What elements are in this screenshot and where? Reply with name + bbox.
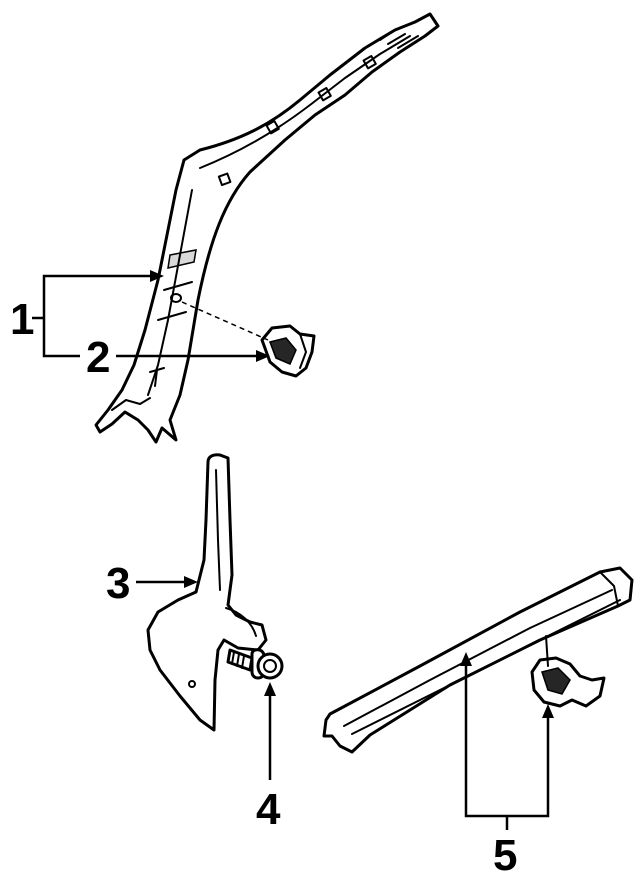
pillar-trim-band xyxy=(167,249,197,269)
arrow-5b xyxy=(542,704,554,718)
retainer-clip-part xyxy=(260,324,316,378)
pillar-trim-inner-edge-lower xyxy=(147,189,193,396)
sill-clip-shadow xyxy=(541,667,571,695)
clip-slot xyxy=(362,55,377,70)
callout-2: 2 xyxy=(86,333,110,382)
arrow-5a xyxy=(460,652,472,666)
pillar-trim-lower-edge xyxy=(111,397,151,411)
sill-plate-edge xyxy=(599,571,619,607)
pillar-trim-band-line xyxy=(163,281,193,291)
kick-panel-hole xyxy=(188,680,196,688)
retainer-clip-edge xyxy=(299,333,307,369)
retainer-clip-shadow xyxy=(269,337,297,365)
clip-slot xyxy=(317,87,332,102)
pillar-trim-part xyxy=(94,12,440,444)
sill-plate-ridge xyxy=(343,589,613,727)
screw-head-recess xyxy=(263,659,277,673)
kick-panel-hook xyxy=(225,607,257,637)
screw-shaft xyxy=(226,648,254,672)
sill-plate-ridge xyxy=(351,599,621,735)
sill-plate-part xyxy=(322,566,634,754)
sill-clip-guide-line xyxy=(545,635,549,667)
arrow-3 xyxy=(184,576,198,588)
arrow-1 xyxy=(150,270,164,282)
pillar-trim-end-connector xyxy=(379,29,419,49)
leader-1 xyxy=(32,274,152,358)
pillar-trim-inner-edge xyxy=(199,35,411,169)
screw-thread xyxy=(231,651,245,669)
clip-slot xyxy=(265,120,280,135)
callout-5: 5 xyxy=(493,831,517,879)
arrow-2 xyxy=(256,350,270,362)
kick-panel xyxy=(146,453,268,732)
screw-head xyxy=(256,652,284,680)
pillar-trim-t-mark xyxy=(149,367,165,387)
sill-clip-part xyxy=(530,656,606,708)
callout-1: 1 xyxy=(10,295,34,344)
callout-3: 3 xyxy=(106,559,130,608)
pillar-trim-upper-rail xyxy=(94,12,440,444)
callout-4: 4 xyxy=(256,785,281,834)
leader-lines xyxy=(32,270,554,830)
screw-part xyxy=(226,648,284,680)
clip-alignment-line xyxy=(181,301,269,341)
pillar-trim-hole xyxy=(170,293,182,303)
pillar-trim-band-line xyxy=(157,311,187,321)
kick-panel-inner-edge xyxy=(215,469,221,591)
arrow-4 xyxy=(264,682,276,696)
clip-slot xyxy=(217,172,232,187)
kick-panel-part xyxy=(146,453,268,732)
